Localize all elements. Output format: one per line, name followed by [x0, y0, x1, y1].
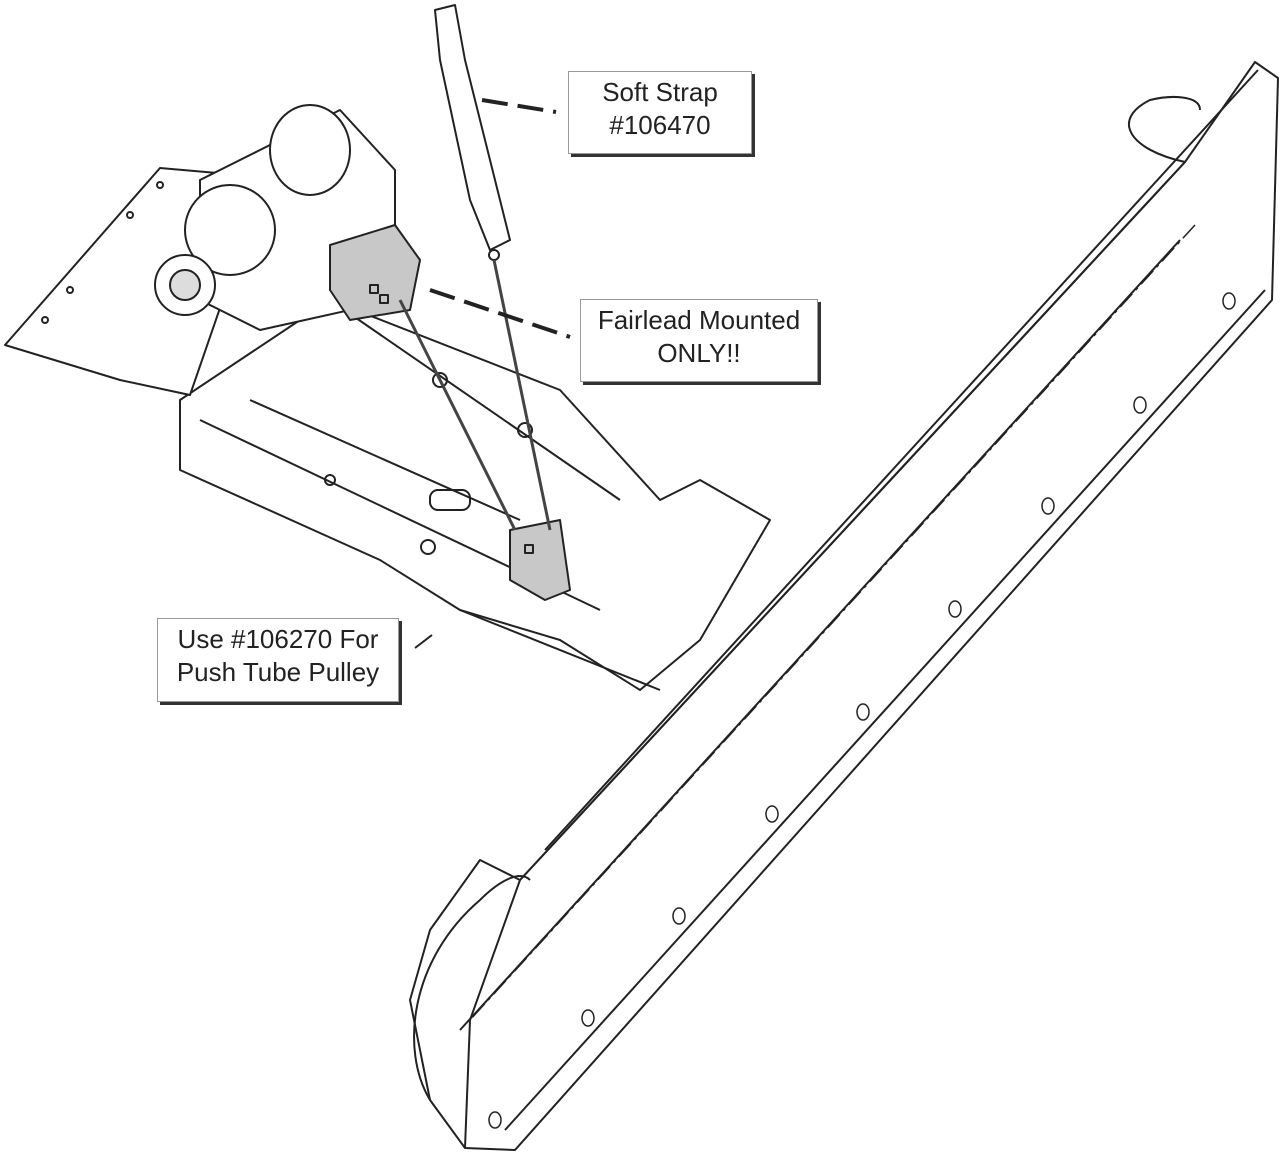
soft-strap	[434, 4, 511, 261]
push-tube-label: Push Tube Pulley	[176, 657, 380, 687]
blade-bolt-holes	[488, 292, 1236, 1129]
push-tube-pulley	[509, 519, 571, 601]
fairlead-label: Fairlead Mounted	[597, 305, 801, 335]
push-frame	[179, 299, 771, 691]
push-tube-part-number: Use #106270 For	[177, 624, 379, 654]
soft-strap-label: Soft Strap	[602, 77, 718, 107]
fairlead-note: ONLY!!	[657, 338, 741, 368]
winch	[154, 104, 396, 331]
push-tube-callout: Use #106270 For Push Tube Pulley	[157, 618, 399, 702]
fairlead-pulley	[329, 224, 421, 321]
soft-strap-callout: Soft Strap #106470	[568, 71, 752, 154]
leader-lines	[414, 98, 571, 649]
plow-blade	[409, 61, 1279, 1151]
mount-plate	[4, 167, 241, 396]
winch-cable	[398, 259, 552, 531]
soft-strap-part-number: #106470	[609, 110, 711, 140]
fairlead-callout: Fairlead Mounted ONLY!!	[580, 299, 818, 382]
